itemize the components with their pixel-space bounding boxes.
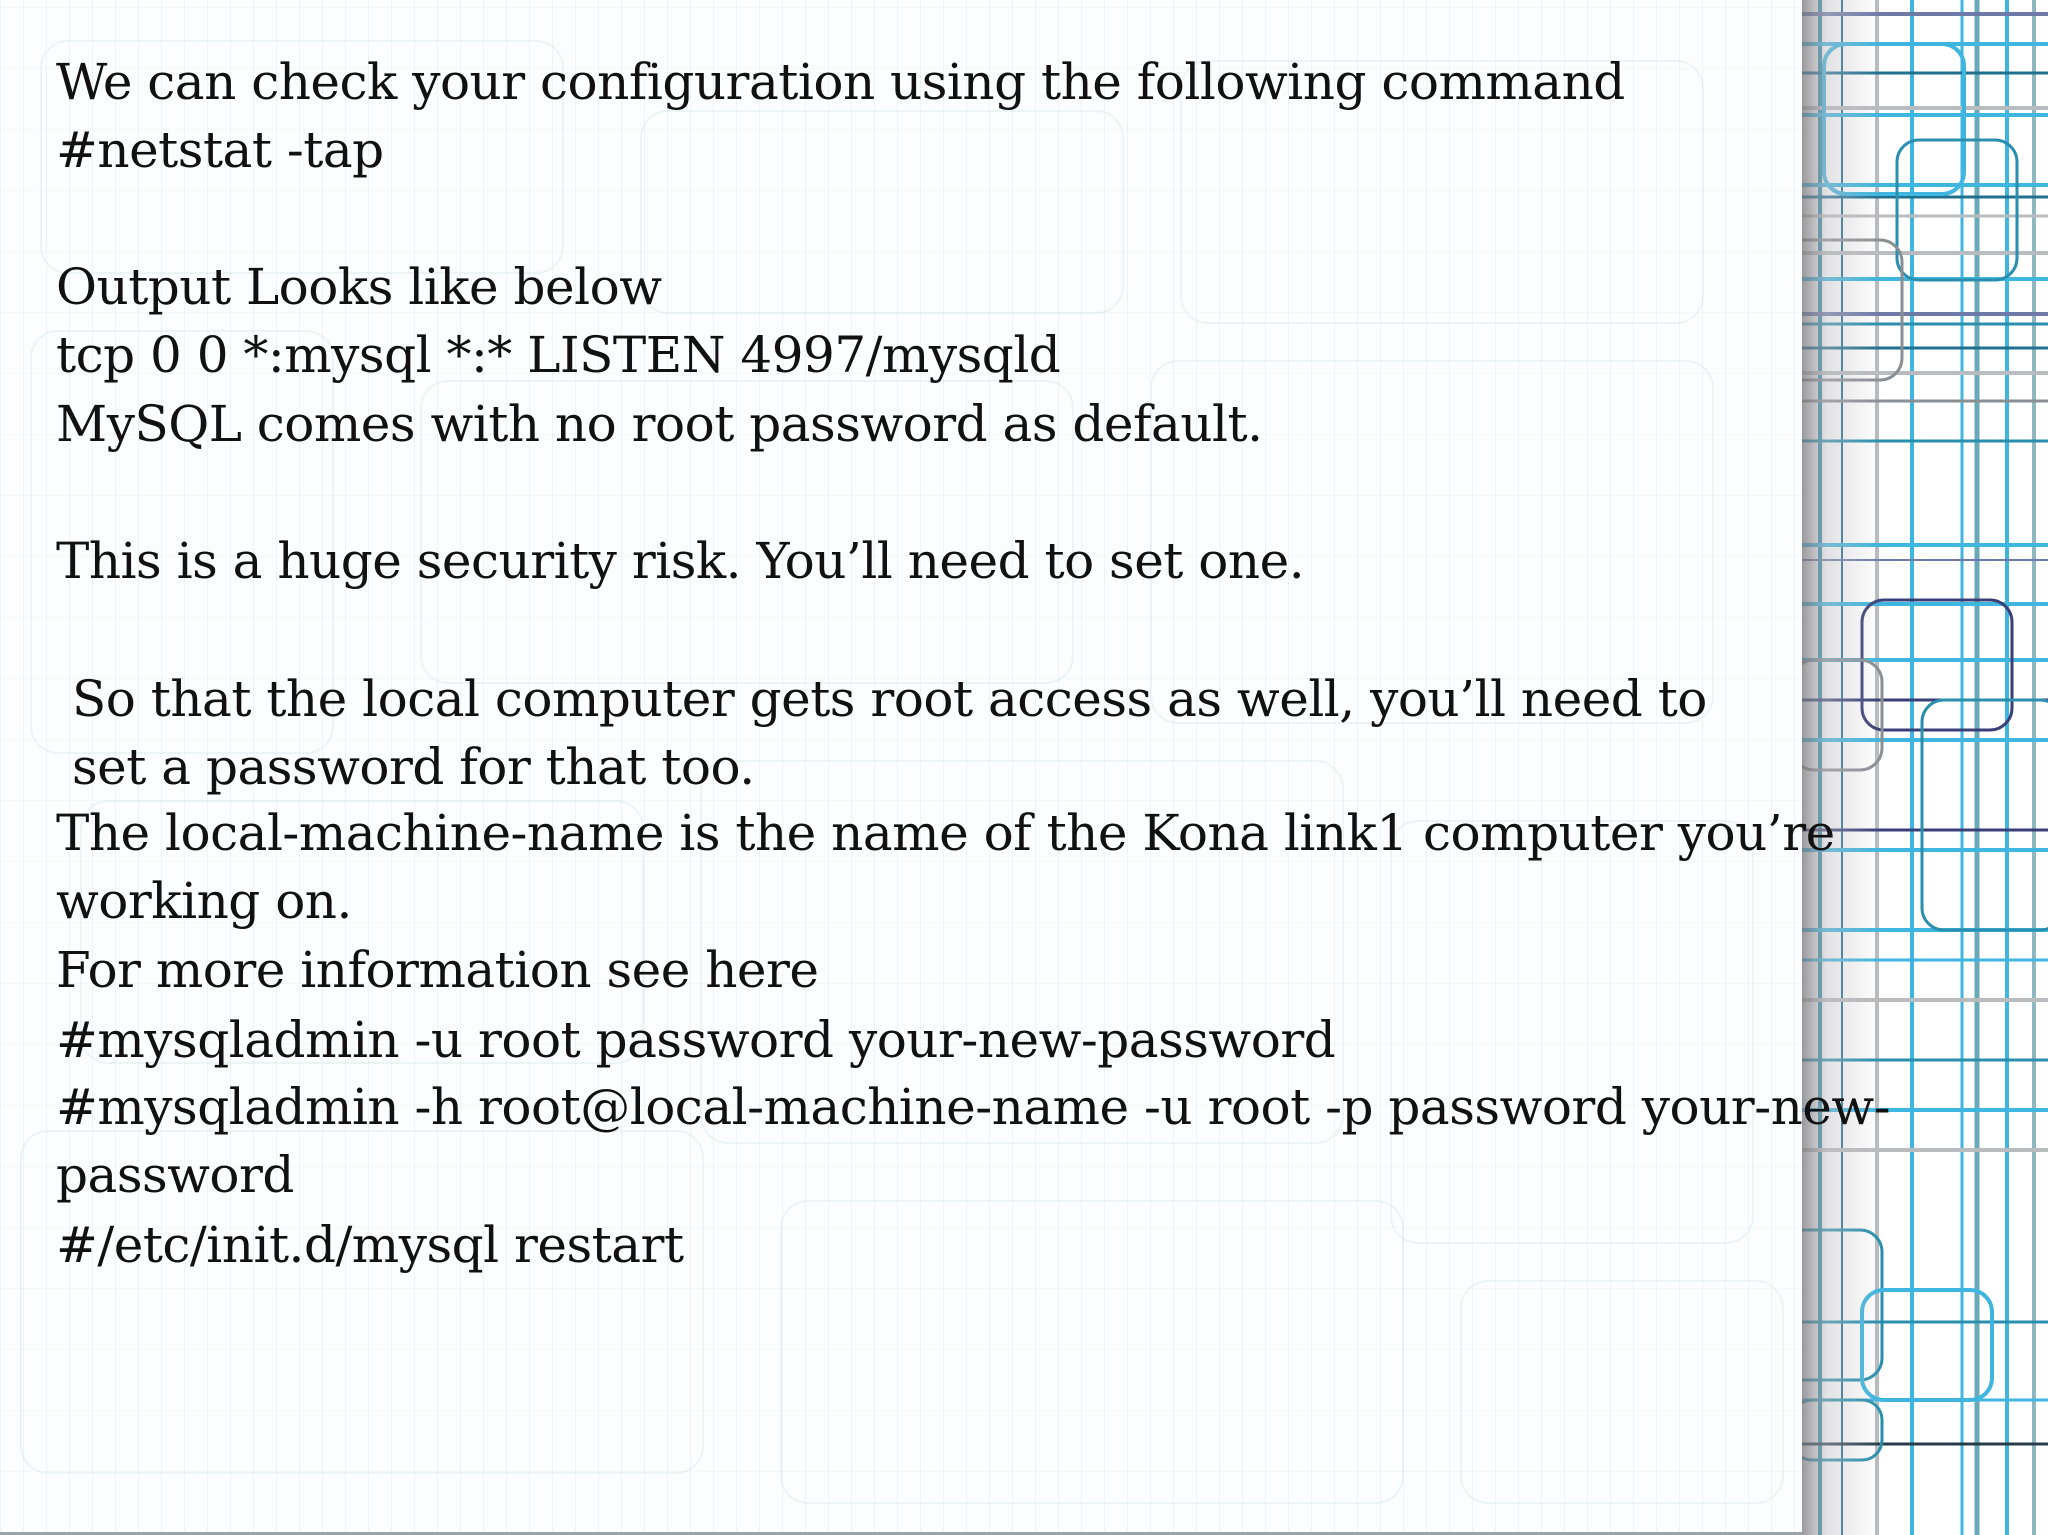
background-shape: [420, 380, 1074, 684]
text-line-output-heading: Output Looks like below: [56, 258, 662, 316]
text-line-security-risk: This is a huge security risk. You’ll nee…: [56, 532, 1305, 590]
background-shape: [1390, 820, 1754, 1244]
text-line-machine-name-1: The local-machine-name is the name of th…: [56, 804, 1835, 862]
text-line-default-password: MySQL comes with no root password as def…: [56, 395, 1263, 453]
command-mysqladmin-host-1: #mysqladmin -h root@local-machine-name -…: [56, 1078, 1891, 1136]
background-shape: [1180, 60, 1704, 324]
command-mysqladmin-set-password: #mysqladmin -u root password your-new-pa…: [56, 1011, 1336, 1069]
background-shape: [80, 800, 644, 1064]
text-line-local-access-1: So that the local computer gets root acc…: [72, 670, 1707, 728]
decorative-line-pattern: [1802, 0, 2048, 1535]
text-line-local-access-2: set a password for that too.: [72, 738, 755, 796]
text-line-intro: We can check your configuration using th…: [56, 53, 1625, 111]
slide-background: [0, 0, 1802, 1533]
background-shape: [1460, 1280, 1784, 1504]
background-shape: [40, 40, 564, 274]
background-shape: [700, 760, 1344, 1144]
background-shape: [30, 330, 334, 754]
background-shape: [1150, 360, 1714, 724]
background-shape: [20, 1130, 704, 1474]
slide-bottom-edge: [0, 1532, 1802, 1535]
background-shape: [640, 110, 1124, 314]
panel-edge-shadow: [1802, 0, 1882, 1535]
text-line-machine-name-2: working on.: [56, 872, 352, 930]
text-line-more-info: For more information see here: [56, 941, 819, 999]
command-mysql-restart: #/etc/init.d/mysql restart: [56, 1216, 684, 1274]
command-netstat: #netstat -tap: [56, 121, 384, 179]
background-shape: [780, 1200, 1404, 1504]
text-line-netstat-output: tcp 0 0 *:mysql *:* LISTEN 4997/mysqld: [56, 326, 1061, 384]
command-mysqladmin-host-2: password: [56, 1146, 294, 1204]
